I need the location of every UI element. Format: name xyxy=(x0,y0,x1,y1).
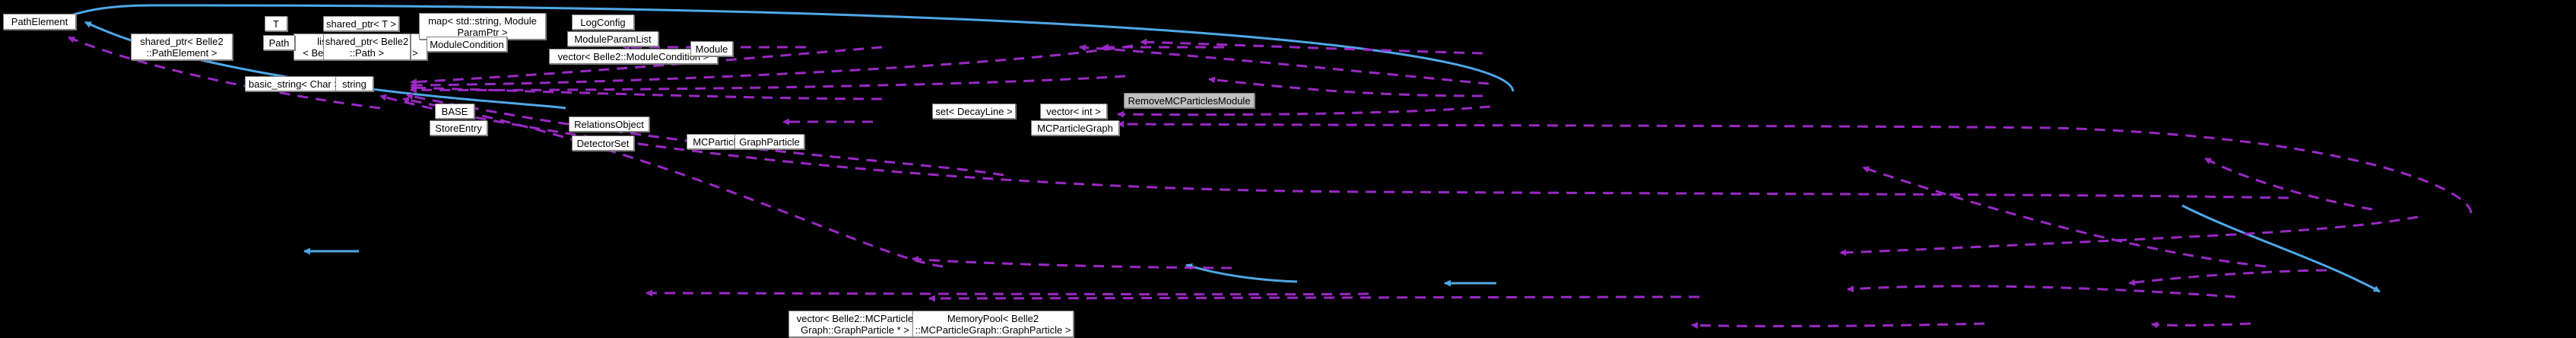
node-label: StoreEntry xyxy=(435,122,482,134)
node-mcparticle[interactable]: MCParticle xyxy=(687,134,747,149)
node-vector_int[interactable]: vector< int > xyxy=(1040,104,1107,119)
node-label: vector< Belle2::ModuleCondition > xyxy=(557,50,709,62)
node-label: string xyxy=(342,78,366,90)
node-label: Module xyxy=(695,43,728,55)
node-vector_modulecond[interactable]: vector< Belle2::ModuleCondition > xyxy=(549,49,718,64)
node-label: vector< int > xyxy=(1046,105,1101,117)
node-detectorset[interactable]: DetectorSet xyxy=(572,136,634,151)
node-label: LogConfig xyxy=(580,16,626,28)
node-memorypool[interactable]: MemoryPool< Belle2 ::MCParticleGraph::Gr… xyxy=(912,311,1074,337)
node-mcparticlegraph[interactable]: MCParticleGraph xyxy=(1031,120,1119,136)
node-label: DetectorSet xyxy=(576,137,630,149)
node-label: basic_string< Char > xyxy=(249,78,340,90)
node-module[interactable]: Module xyxy=(690,41,733,56)
node-graphparticle[interactable]: GraphParticle xyxy=(734,134,804,149)
node-label: shared_ptr< Belle2 ::PathElement > xyxy=(140,35,224,59)
usage-edges xyxy=(68,36,2473,329)
node-removemcparticles[interactable]: RemoveMCParticlesModule xyxy=(1124,93,1255,108)
node-set_decayline[interactable]: set< DecayLine > xyxy=(932,104,1016,119)
node-label: ModuleParamList xyxy=(574,33,652,45)
node-label: ModuleCondition xyxy=(430,38,504,50)
node-vector_graphpart[interactable]: vector< Belle2::MCParticle Graph::GraphP… xyxy=(788,311,922,337)
node-label: shared_ptr< Belle2 ::Path > xyxy=(325,35,409,59)
node-logconfig[interactable]: LogConfig xyxy=(572,14,634,30)
node-label: vector< Belle2::MCParticle Graph::GraphP… xyxy=(796,312,914,336)
node-label: MemoryPool< Belle2 ::MCParticleGraph::Gr… xyxy=(915,312,1071,336)
node-storeentry[interactable]: StoreEntry xyxy=(430,120,487,136)
node-label: RelationsObject xyxy=(574,118,644,130)
node-path[interactable]: Path xyxy=(263,35,295,50)
node-label: MCParticle xyxy=(693,136,741,148)
node-sharedptr_path[interactable]: shared_ptr< Belle2 ::Path > xyxy=(323,33,411,60)
node-relationsobject[interactable]: RelationsObject xyxy=(569,116,649,132)
node-modulecondition[interactable]: ModuleCondition xyxy=(427,37,507,52)
node-label: MCParticleGraph xyxy=(1037,122,1113,134)
node-moduleparamlist[interactable]: ModuleParamList xyxy=(567,31,658,46)
node-label: BASE xyxy=(441,105,468,117)
node-label: map< std::string, Module ParamPtr > xyxy=(428,14,537,38)
node-label: RemoveMCParticlesModule xyxy=(1128,94,1251,107)
node-basic_string[interactable]: basic_string< Char > xyxy=(245,76,344,91)
node-label: GraphParticle xyxy=(739,136,800,148)
node-label: set< DecayLine > xyxy=(935,105,1013,117)
node-sharedptr_pathelem[interactable]: shared_ptr< Belle2 ::PathElement > xyxy=(131,33,233,60)
node-map_moduleparamptr[interactable]: map< std::string, Module ParamPtr > xyxy=(419,13,546,40)
node-label: T xyxy=(273,18,279,30)
node-label: Path xyxy=(268,37,290,49)
node-t[interactable]: T xyxy=(265,16,287,31)
node-pathelement[interactable]: PathElement xyxy=(3,14,76,30)
node-sharedptr_t[interactable]: shared_ptr< T > xyxy=(323,16,399,31)
node-string[interactable]: string xyxy=(335,76,373,91)
node-label: shared_ptr< T > xyxy=(325,18,397,30)
node-label: PathElement xyxy=(11,16,68,27)
node-base[interactable]: BASE xyxy=(435,104,474,119)
